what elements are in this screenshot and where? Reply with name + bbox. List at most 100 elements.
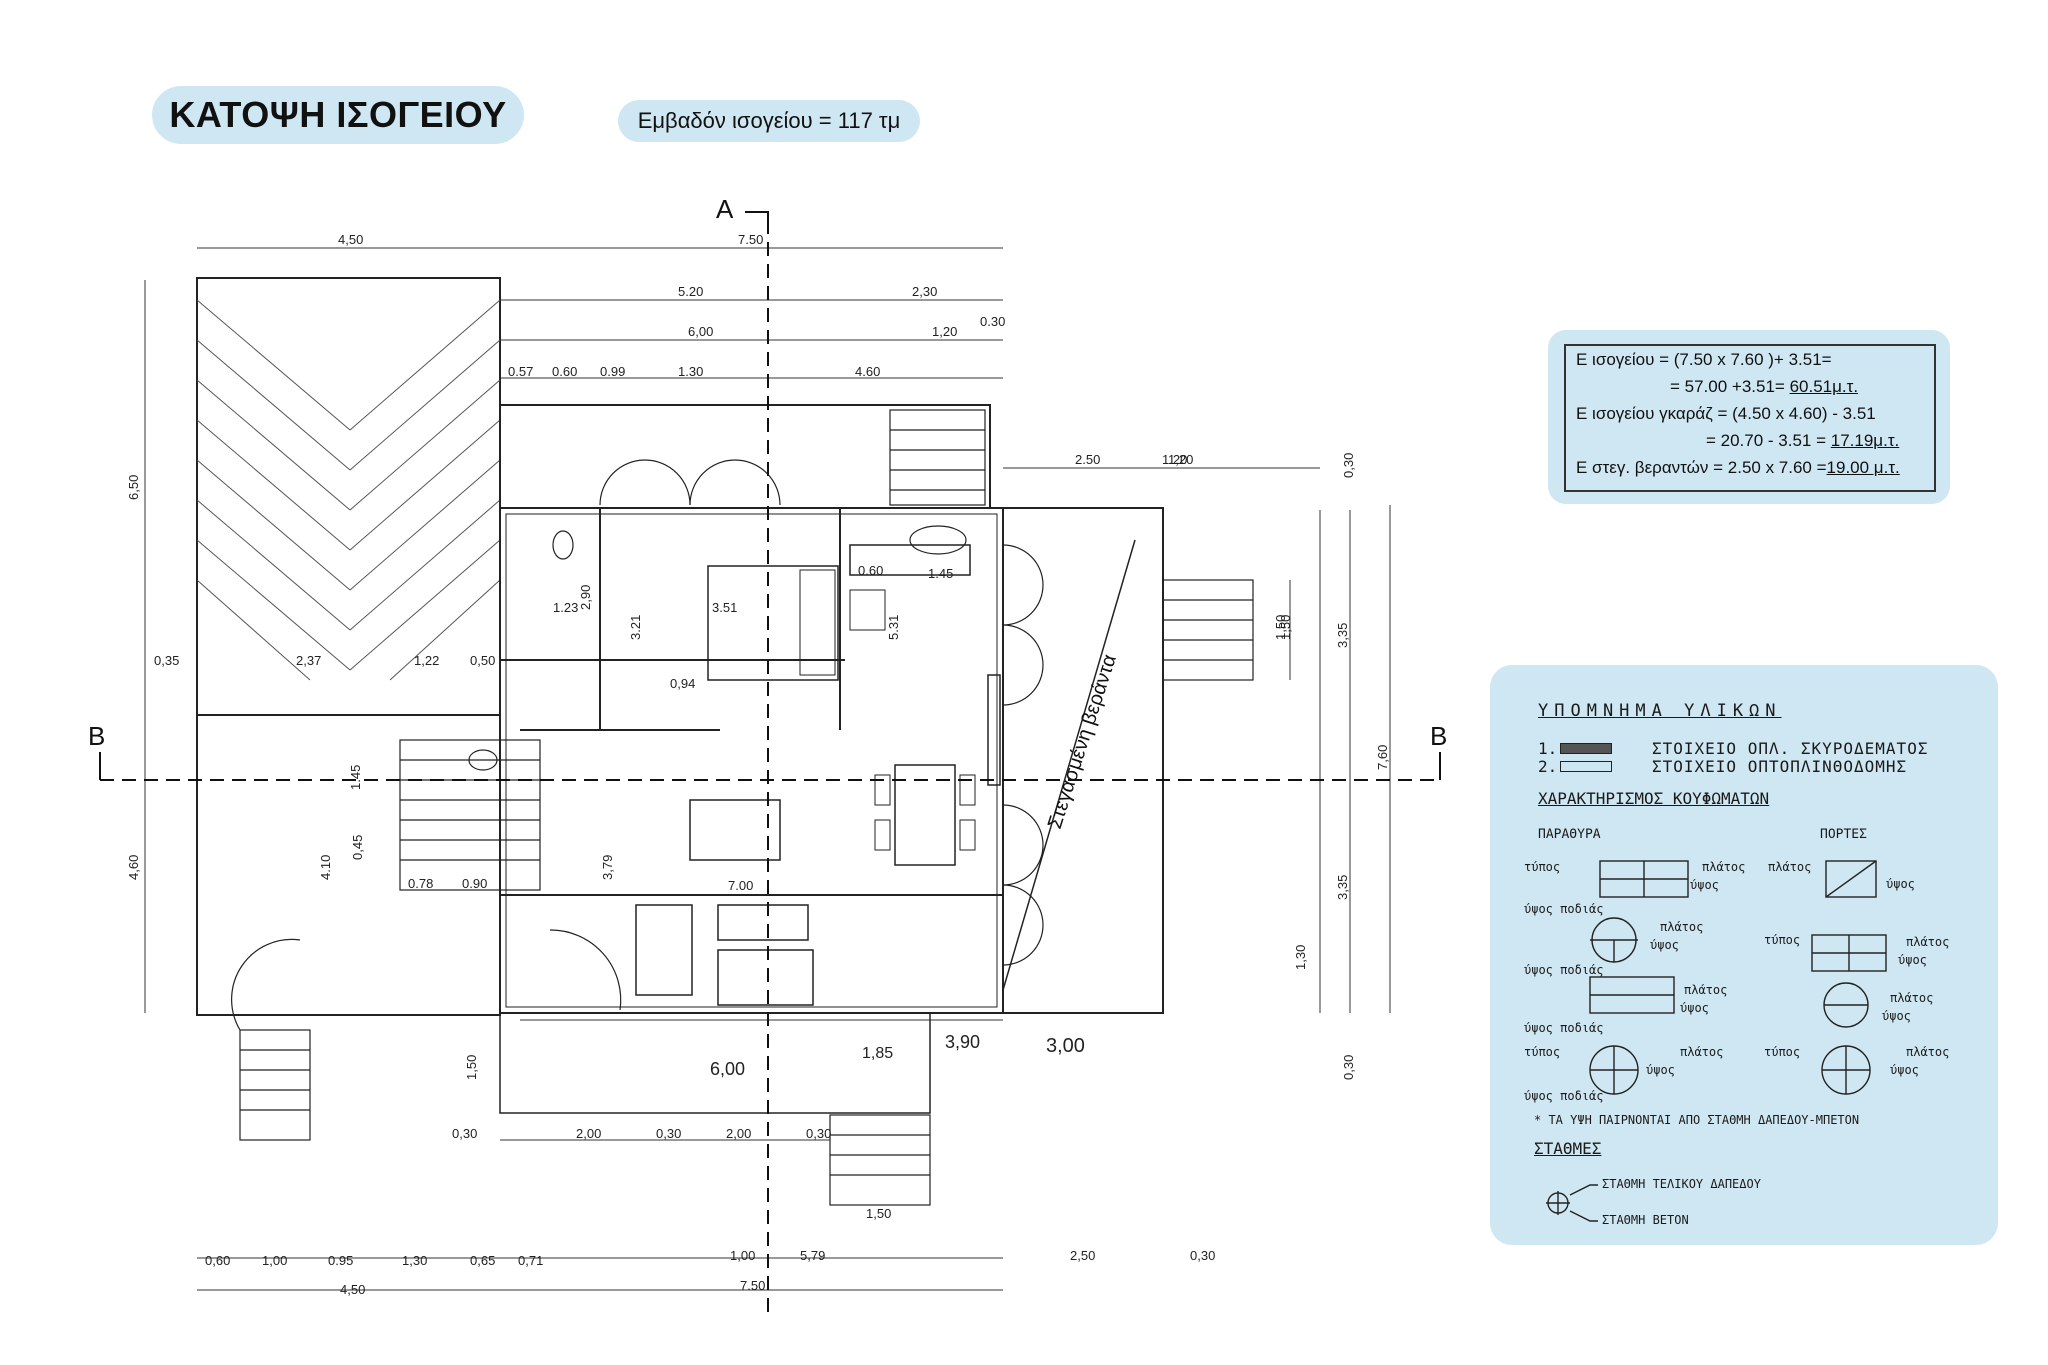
door-width-label: πλάτος	[1890, 991, 1934, 1005]
calc-line-2: = 57.00 +3.51= 60.51μ.τ.	[1670, 373, 1858, 401]
dim-inner: 3,90	[945, 1032, 980, 1052]
dim-right: 3,35	[1335, 875, 1350, 900]
dim-top: 1,20	[932, 324, 957, 339]
dim-bottom: 0,65	[470, 1253, 495, 1268]
dim-inner: 0,35	[154, 653, 179, 668]
final-floor-level-label: ΣΤΑΘΜΗ ΤΕΛΙΚΟΥ ΔΑΠΕΔΟΥ	[1602, 1177, 1761, 1191]
dim-top: 0.60	[552, 364, 577, 379]
window-width-label: πλάτος	[1684, 983, 1728, 997]
calc-line-2-text: = 57.00 +3.51=	[1670, 377, 1790, 396]
doors-heading: ΠΟΡΤΕΣ	[1820, 827, 1867, 842]
dim-right: 3,35	[1335, 623, 1350, 648]
dim-inner: 1,22	[414, 653, 439, 668]
dim-bottom: 7.50	[740, 1278, 765, 1293]
dim-top: 5.20	[678, 284, 703, 299]
front-stairs	[829, 1114, 931, 1206]
dim-top: 2.50	[1075, 452, 1100, 467]
door-swings	[231, 459, 1044, 1031]
bed	[707, 565, 839, 681]
dim-top: 2,30	[912, 284, 937, 299]
dim-inner: 1,20	[1168, 452, 1193, 467]
dim-top: 6,00	[688, 324, 713, 339]
door-symbol	[1825, 860, 1877, 898]
dim-inner: 5.31	[886, 615, 901, 640]
dim-inner: 0.78	[408, 876, 433, 891]
door-type-label: τύπος	[1764, 933, 1801, 947]
calc-line-1: Ε ισογείου = (7.50 x 7.60 )+ 3.51=	[1576, 350, 1832, 369]
veranda-stairs	[1162, 579, 1254, 681]
dim-inner: 3,79	[600, 855, 615, 880]
dim-bottom: 1,30	[402, 1253, 427, 1268]
legend-item-2-text: ΣΤΟΙΧΕΙΟ ΟΠΤΟΠΛΙΝΘΟΔΟΜΗΣ	[1652, 757, 1908, 776]
legend-title: ΥΠΟΜΝΗΜΑ ΥΛΙΚΩΝ	[1538, 701, 1782, 721]
dim-top: 4.60	[855, 364, 880, 379]
dim-right: 1,50	[1273, 615, 1288, 640]
calc-line-4: = 20.70 - 3.51 = 17.19μ.τ.	[1706, 427, 1899, 455]
floor-plan: 4,50 7.50 5.20 2,30 6,00 1,20 0.30 0.57 …	[88, 194, 1447, 1320]
legend-item-1-number: 1.	[1538, 739, 1558, 758]
dim-inner: 3.51	[712, 600, 737, 615]
dim-inner: 3.21	[628, 615, 643, 640]
door-height-label: ύψος	[1890, 1063, 1919, 1077]
window-width-label: πλάτος	[1702, 860, 1746, 874]
veranda-label: Στεγασμένη βεράντα	[1044, 652, 1121, 832]
dim-inner: 1.45	[348, 765, 363, 790]
section-lines	[100, 220, 1440, 1320]
dim-inner: 0,30	[656, 1126, 681, 1141]
dim-inner: 0,30	[452, 1126, 477, 1141]
dim-right: 0,30	[1341, 453, 1356, 478]
dim-bottom: 1,00	[730, 1248, 755, 1263]
dim-left: 4,60	[126, 855, 141, 880]
section-b-label-right: B	[1430, 721, 1447, 751]
window-width-label: πλάτος	[1680, 1045, 1724, 1059]
window-sill-label: ύψος ποδιάς	[1524, 963, 1604, 977]
dim-inner: 0,50	[470, 653, 495, 668]
window-type-label: τύπος	[1524, 1045, 1561, 1059]
levels-title: ΣΤΑΘΜΕΣ	[1534, 1139, 1602, 1158]
dim-inner: 0,45	[350, 835, 365, 860]
garage-hatched-block	[196, 277, 501, 716]
garage-stairs	[239, 1029, 311, 1141]
window-type-label: τύπος	[1524, 860, 1561, 874]
top-terrace	[499, 404, 991, 509]
calc-line-2-value: 60.51μ.τ.	[1789, 377, 1859, 396]
dim-inner: 0,30	[806, 1126, 831, 1141]
section-b-label-left: B	[88, 721, 105, 751]
calc-line-5-text: Ε στεγ. βεραντών = 2.50 x 7.60 =	[1576, 458, 1827, 477]
dim-top: 0.30	[980, 314, 1005, 329]
dim-right: 7,60	[1375, 745, 1390, 770]
dim-top: 4,50	[338, 232, 363, 247]
dim-left: 6,50	[126, 475, 141, 500]
dim-bottom: 5,79	[800, 1248, 825, 1263]
garage-hatching	[196, 299, 501, 681]
page-title: ΚΑΤΟΨΗ ΙΣΟΓΕΙΟΥ	[152, 86, 524, 144]
concrete-level-label: ΣΤΑΘΜΗ ΒΕΤΟΝ	[1602, 1213, 1689, 1227]
internal-stairs	[399, 739, 541, 891]
concrete-swatch	[1560, 743, 1612, 754]
dim-inner: 1.23	[553, 600, 578, 615]
dim-right: 0,30	[1341, 1055, 1356, 1080]
legend-item-2-number: 2.	[1538, 757, 1558, 776]
dim-top: 1.20	[1162, 452, 1187, 467]
dim-inner: 2,37	[296, 653, 321, 668]
dim-bottom: 2,50	[1070, 1248, 1095, 1263]
sofa	[689, 799, 781, 861]
dim-inner: 1,50	[866, 1206, 891, 1221]
window-height-label: ύψος	[1680, 1001, 1709, 1015]
calc-line-3: Ε ισογείου γκαράζ = (4.50 x 4.60) - 3.51	[1576, 404, 1876, 423]
dim-bottom: 0,60	[205, 1253, 230, 1268]
dim-inner: 6,00	[710, 1059, 745, 1079]
dim-top: 0.99	[600, 364, 625, 379]
dim-inner: 1,85	[862, 1045, 893, 1062]
windows-heading: ΠΑΡΑΘΥΡΑ	[1538, 827, 1601, 842]
opening-symbols	[1546, 860, 1887, 1222]
dim-inner: 2,00	[726, 1126, 751, 1141]
window-width-label: πλάτος	[1660, 920, 1704, 934]
calc-line-5: Ε στεγ. βεραντών = 2.50 x 7.60 =19.00 μ.…	[1576, 454, 1900, 482]
window-height-label: ύψος	[1646, 1063, 1675, 1077]
dim-inner: 1,30	[1293, 945, 1308, 970]
door-height-label: ύψος	[1898, 953, 1927, 967]
window-sill-label: ύψος ποδιάς	[1524, 902, 1604, 916]
window-sill-label: ύψος ποδιάς	[1524, 1021, 1604, 1035]
house-outline	[499, 507, 1004, 1014]
